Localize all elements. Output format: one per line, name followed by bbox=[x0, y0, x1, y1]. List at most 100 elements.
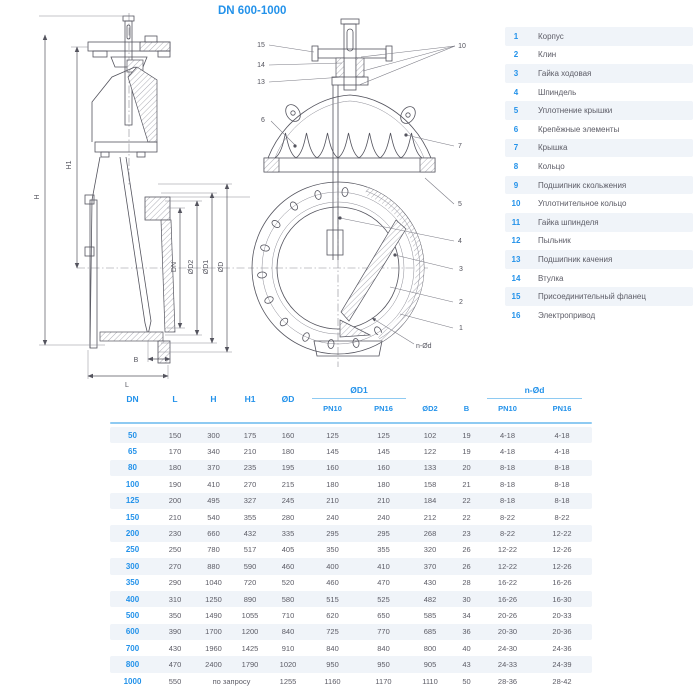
table-cell: 12-26 bbox=[552, 545, 572, 555]
legend-item-number: 10 bbox=[511, 199, 521, 209]
table-cell: 405 bbox=[281, 545, 295, 555]
callout-10: 10 bbox=[458, 43, 466, 50]
table-cell: 1200 bbox=[241, 627, 259, 637]
header-nod-pn10: PN10 bbox=[498, 403, 517, 413]
table-cell: 240 bbox=[326, 512, 339, 522]
cell-dn: 300 bbox=[125, 561, 140, 571]
table-cell: 320 bbox=[423, 545, 437, 555]
table-cell: 180 bbox=[377, 479, 390, 489]
table-cell: 1055 bbox=[241, 610, 259, 620]
header-b: B bbox=[463, 403, 470, 413]
table-cell: 22 bbox=[462, 496, 471, 506]
table-cell: 290 bbox=[168, 578, 182, 588]
table-cell: 12-22 bbox=[497, 561, 518, 571]
table-cell: 210 bbox=[168, 512, 182, 522]
table-cell: 160 bbox=[377, 463, 390, 473]
table-cell: 1170 bbox=[375, 676, 392, 686]
table-cell: 23 bbox=[462, 529, 471, 539]
table-cell: 19 bbox=[462, 447, 471, 457]
table-cell: 430 bbox=[168, 643, 182, 653]
table-cell: 160 bbox=[326, 463, 339, 473]
table-cell: 50 bbox=[462, 676, 471, 686]
dim-label-od1: ØD1 bbox=[203, 260, 210, 275]
table-cell: 235 bbox=[243, 463, 257, 473]
legend-item-label: Шпиндель bbox=[538, 87, 577, 97]
dim-label-dn: DN bbox=[171, 262, 178, 272]
header-nod-pn16: PN16 bbox=[552, 403, 572, 413]
table-cell: 1790 bbox=[241, 660, 259, 670]
table-cell: 30 bbox=[462, 594, 471, 604]
table-cell: 650 bbox=[377, 610, 390, 620]
table-cell: 1960 bbox=[205, 643, 222, 653]
legend-item-number: 4 bbox=[513, 87, 519, 97]
cell-dn: 500 bbox=[125, 610, 140, 620]
table-cell: 210 bbox=[377, 496, 390, 506]
table-cell: 102 bbox=[423, 430, 437, 440]
table-cell: 327 bbox=[243, 496, 257, 506]
table-cell: 335 bbox=[281, 529, 295, 539]
table-cell: 43 bbox=[462, 660, 471, 670]
cell-dn: 700 bbox=[125, 643, 140, 653]
callout-15: 15 bbox=[257, 42, 265, 49]
legend-item-number: 12 bbox=[511, 236, 521, 246]
dim-label-h: H bbox=[34, 194, 41, 199]
table-cell: 4-18 bbox=[554, 447, 570, 457]
dimensions-table: DN L H H1 ØD ØD1 PN10 PN16 ØD2 B n-Ød PN… bbox=[110, 380, 592, 689]
legend-item-label: Подшипник качения bbox=[538, 254, 613, 264]
table-cell: 210 bbox=[326, 496, 339, 506]
table-cell: 195 bbox=[281, 463, 295, 473]
legend-item-number: 8 bbox=[513, 161, 519, 171]
callout-6: 6 bbox=[261, 117, 265, 124]
cell-dn: 800 bbox=[125, 660, 140, 670]
table-cell: 1425 bbox=[241, 643, 259, 653]
table-cell: 122 bbox=[423, 447, 437, 457]
table-cell: 1250 bbox=[205, 594, 222, 604]
table-cell: 355 bbox=[377, 545, 390, 555]
table-cell: 2400 bbox=[205, 660, 222, 670]
table-cell: 24-30 bbox=[497, 643, 518, 653]
table-cell: 580 bbox=[281, 594, 295, 604]
table-cell: 295 bbox=[377, 529, 390, 539]
cell-dn: 200 bbox=[125, 529, 140, 539]
legend-item-number: 15 bbox=[511, 292, 521, 302]
table-cell: 28-36 bbox=[497, 676, 518, 686]
legend-item-label: Присоединительный фланец bbox=[538, 292, 646, 302]
table-cell: 310 bbox=[168, 594, 182, 604]
table-cell: 16-26 bbox=[497, 594, 518, 604]
table-cell: 8-18 bbox=[554, 463, 570, 473]
table-cell: 180 bbox=[326, 479, 339, 489]
table-cell: 12-26 bbox=[552, 561, 572, 571]
table-cell: 295 bbox=[326, 529, 339, 539]
header-nod-group: n-Ød bbox=[483, 380, 592, 399]
callout-13: 13 bbox=[257, 79, 265, 86]
front-section-drawing: n-Ød 15 14 13 10 6 7 5 4 3 2 1 bbox=[248, 18, 466, 367]
callout-3: 3 bbox=[459, 266, 463, 273]
dim-label-b: B bbox=[134, 357, 139, 364]
table-cell: 175 bbox=[243, 430, 257, 440]
table-cell: 26 bbox=[462, 561, 471, 571]
table-cell: 460 bbox=[281, 561, 295, 571]
legend-item-label: Уплотнение крышки bbox=[538, 106, 613, 116]
table-cell: 12-22 bbox=[552, 529, 572, 539]
table-cell: 8-18 bbox=[499, 463, 515, 473]
table-cell: 800 bbox=[423, 643, 437, 653]
table-cell: 20 bbox=[462, 463, 471, 473]
table-cell: 268 bbox=[423, 529, 437, 539]
table-cell: 1040 bbox=[205, 578, 222, 588]
table-cell: 12-22 bbox=[497, 545, 518, 555]
table-cell: 840 bbox=[377, 643, 390, 653]
table-cell: 4-18 bbox=[499, 430, 515, 440]
